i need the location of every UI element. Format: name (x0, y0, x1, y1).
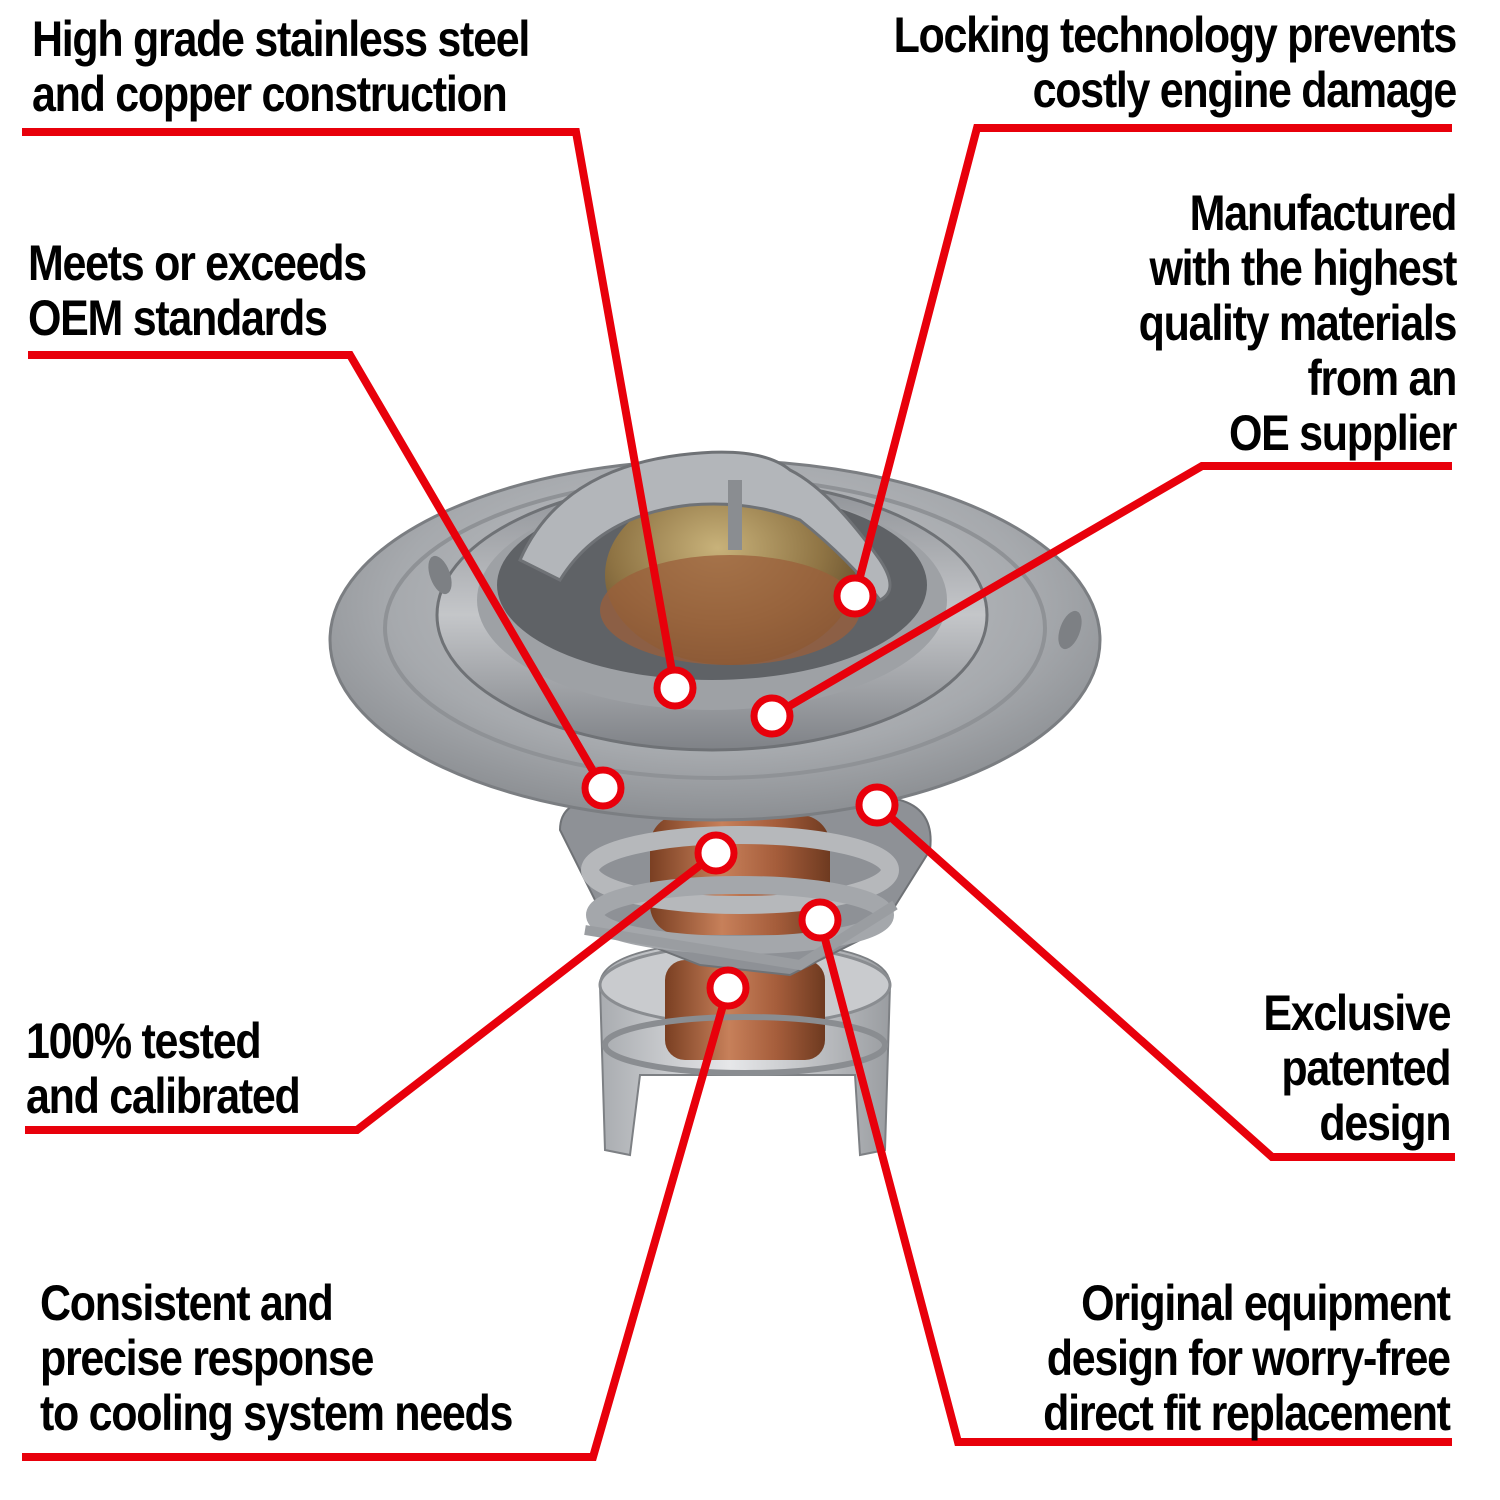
callout-label-locking: Locking technology prevents costly engin… (893, 7, 1458, 118)
callout-dots (581, 574, 899, 1010)
callout-dot-tested (694, 831, 738, 875)
label-line: and copper construction (32, 66, 508, 122)
callout-line-oem (28, 351, 607, 791)
callout-label-consistent: Consistent and precise response to cooli… (40, 1275, 513, 1441)
callout-line-tested (25, 849, 719, 1134)
label-line: design (1319, 1095, 1451, 1151)
callout-label-tested: 100% tested and calibrated (26, 1013, 301, 1124)
callout-label-manufactured: Manufactured with the highest quality ma… (1138, 185, 1458, 461)
label-line: patented (1281, 1040, 1451, 1096)
label-line: OEM standards (28, 290, 328, 346)
callout-dot-manufactured (750, 694, 794, 738)
label-line: from an (1307, 350, 1457, 406)
label-line: and calibrated (26, 1068, 301, 1124)
callout-line-manufactured (769, 462, 1452, 720)
callout-line-original (816, 918, 1452, 1446)
label-line: High grade stainless steel (32, 11, 530, 67)
callout-label-original: Original equipment design for worry-free… (1043, 1275, 1451, 1441)
callout-dot-locking (833, 574, 877, 618)
label-line: with the highest (1149, 240, 1457, 296)
callout-line-stainless (22, 128, 679, 689)
callout-dot-patented (855, 783, 899, 827)
label-line: Locking technology prevents (893, 7, 1458, 63)
callout-line-consistent (22, 986, 732, 1461)
label-line: Meets or exceeds (28, 235, 367, 291)
label-line: Consistent and (40, 1275, 334, 1331)
callout-dot-stainless (653, 666, 697, 710)
callout-line-patented (874, 802, 1455, 1161)
callout-label-patented: Exclusive patented design (1263, 985, 1451, 1151)
label-line: quality materials (1138, 295, 1458, 351)
flange (328, 450, 1102, 822)
callout-dot-consistent (706, 966, 750, 1010)
label-line: 100% tested (26, 1013, 262, 1069)
label-line: to cooling system needs (40, 1385, 513, 1441)
label-line: OE supplier (1228, 405, 1457, 461)
label-line: Manufactured (1189, 185, 1458, 241)
label-line: Original equipment (1081, 1275, 1451, 1331)
thermostat-illustration (328, 450, 1102, 1157)
callout-lines (22, 124, 1455, 1461)
callout-label-stainless: High grade stainless steel and copper co… (32, 11, 530, 122)
label-line: Exclusive (1263, 985, 1451, 1041)
callout-label-oem: Meets or exceeds OEM standards (28, 235, 367, 346)
callout-dot-oem (581, 766, 625, 810)
label-line: design for worry-free (1046, 1330, 1451, 1386)
label-line: direct fit replacement (1043, 1385, 1451, 1441)
label-line: costly engine damage (1032, 62, 1458, 118)
callout-dot-original (798, 898, 842, 942)
callout-line-locking (851, 124, 1452, 598)
bottom-cage (598, 938, 892, 1157)
label-line: precise response (40, 1330, 374, 1386)
